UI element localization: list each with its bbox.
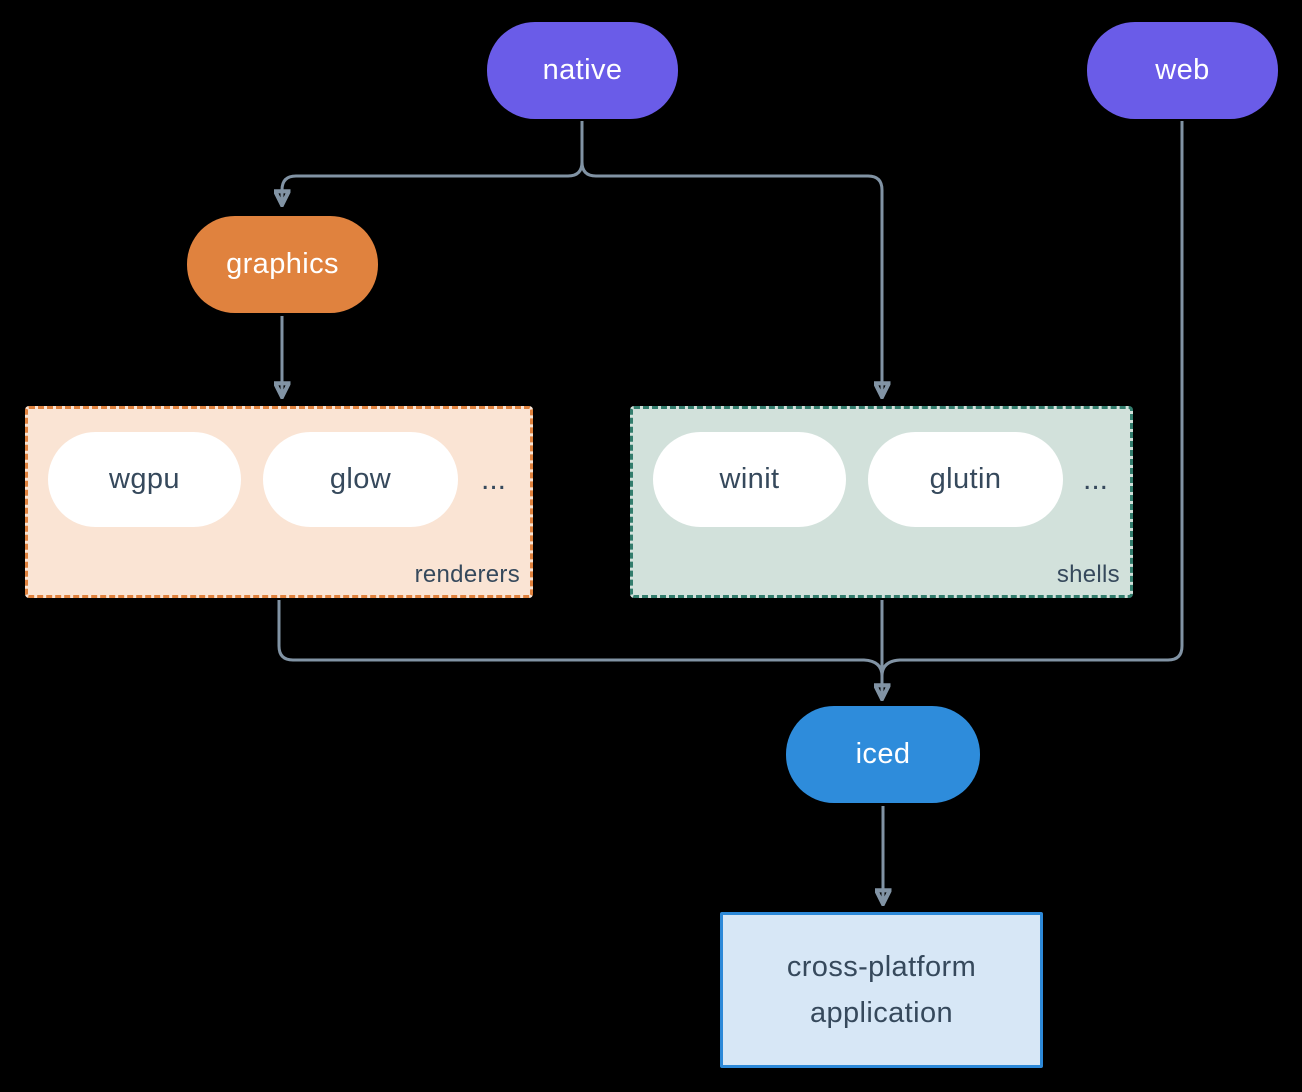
node-wgpu: wgpu [48,432,241,527]
node-glutin: glutin [868,432,1063,527]
group-shells: winit glutin ... shells [630,406,1133,598]
node-iced-label: iced [855,738,911,770]
node-graphics: graphics [187,216,378,313]
edge-native-shells [580,161,882,397]
application-label-line1: cross-platform [786,951,977,983]
node-winit-label: winit [719,463,780,495]
node-graphics-label: graphics [226,248,339,280]
node-wgpu-label: wgpu [109,463,180,495]
node-glow-label: glow [329,463,392,495]
node-glutin-label: glutin [929,463,1002,495]
group-renderers-label: renderers [414,561,520,588]
node-cross-platform-application: cross-platform application [720,912,1043,1068]
node-native: native [487,22,678,119]
group-renderers: wgpu glow ... renderers [25,406,533,598]
node-web-label: web [1155,54,1210,86]
node-glow: glow [263,432,458,527]
node-native-label: native [542,54,623,86]
edge-renderers-iced [277,600,884,677]
group-shells-label: shells [1056,561,1120,588]
node-winit: winit [653,432,846,527]
edge-native-graphics [282,121,584,205]
edge-web-iced [880,121,1184,677]
node-iced: iced [786,706,980,803]
renderers-ellipsis: ... [480,462,506,496]
application-label-line2: application [809,997,954,1029]
shells-ellipsis: ... [1082,462,1108,496]
node-web: web [1087,22,1278,119]
